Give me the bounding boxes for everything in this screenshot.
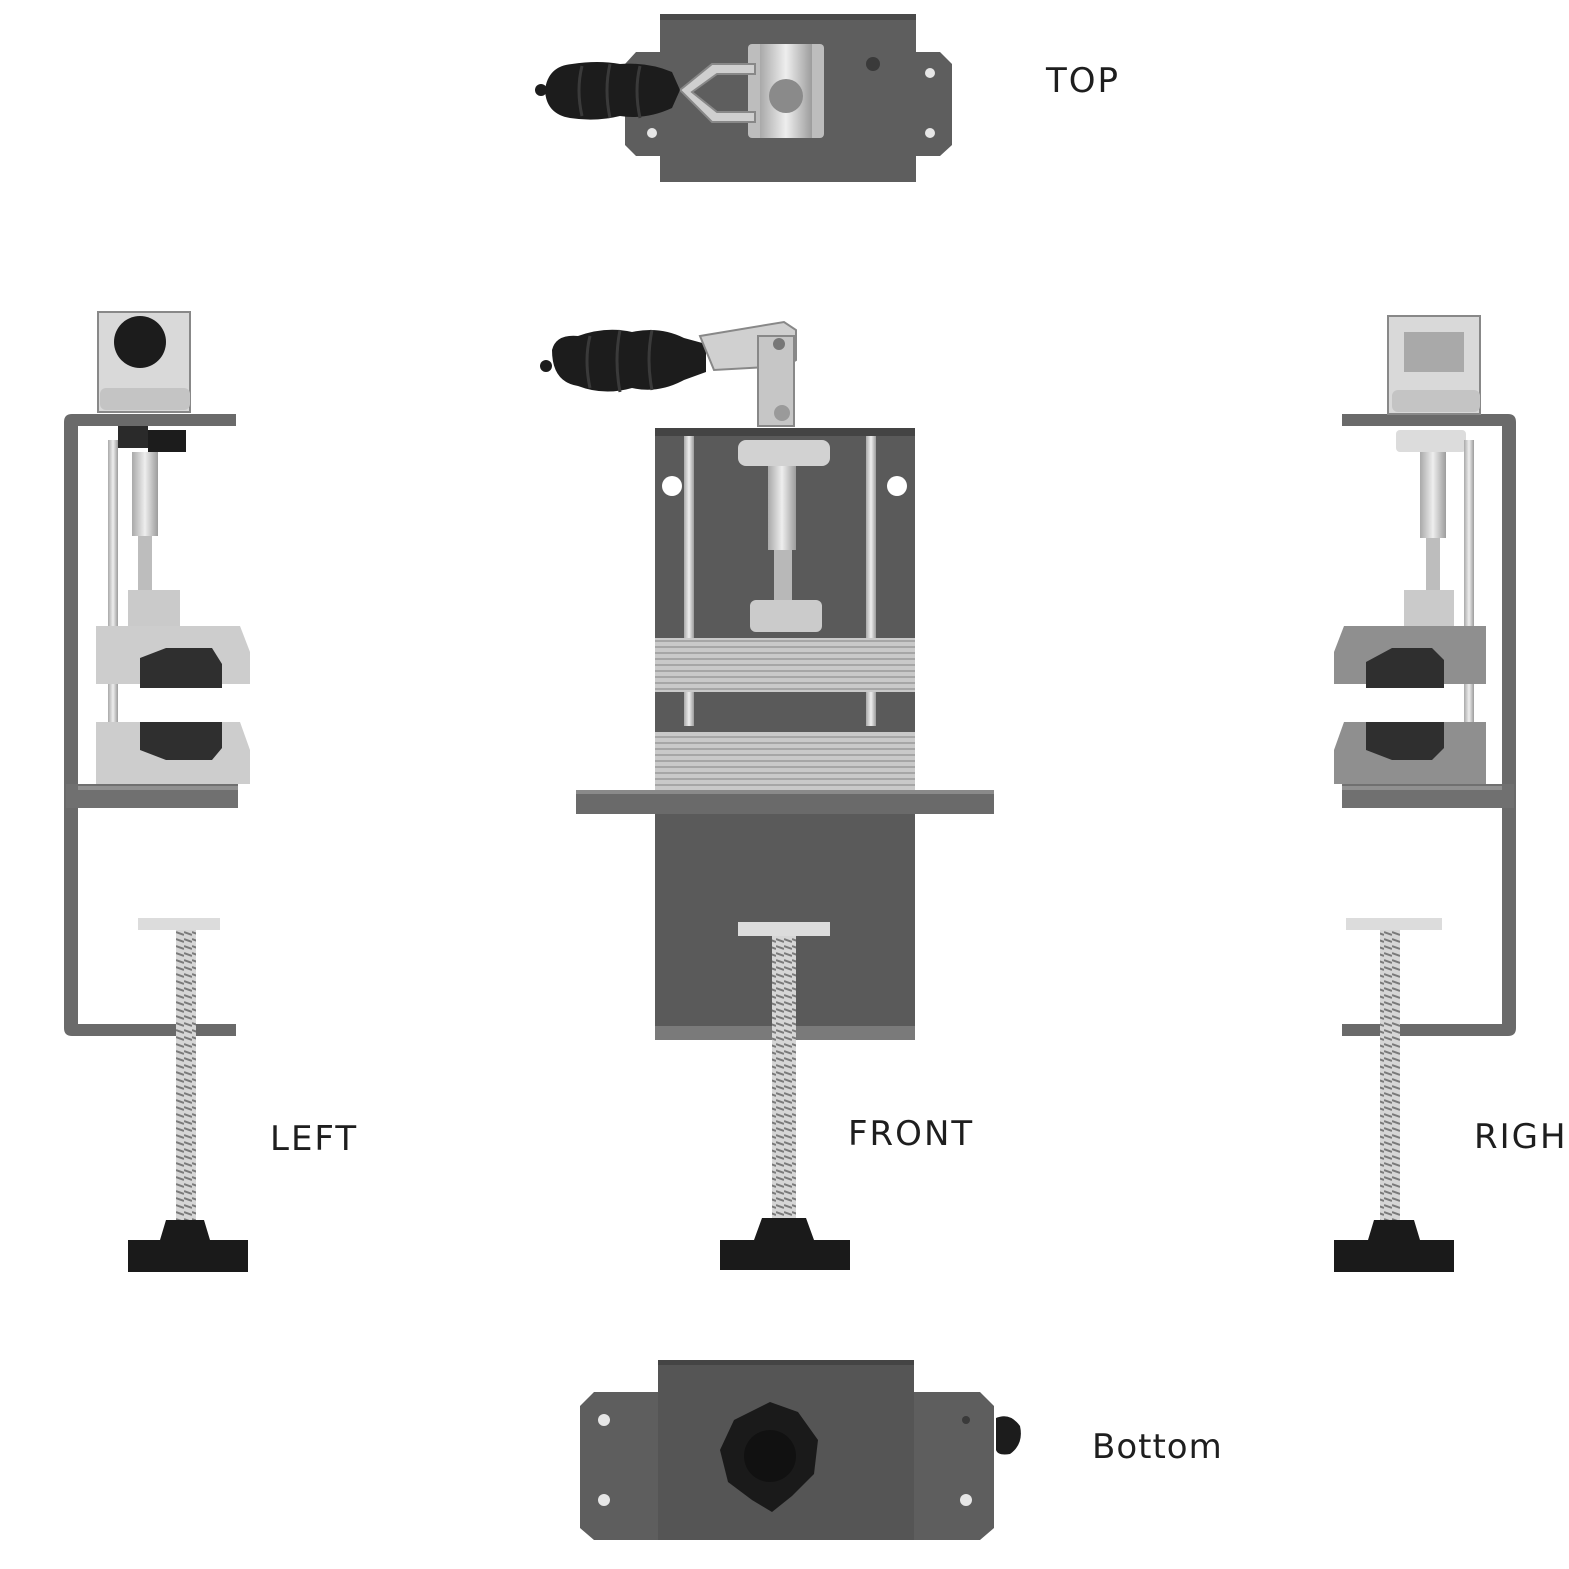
- front-view-label: FRONT: [848, 1114, 975, 1154]
- left-view-label: LEFT: [270, 1119, 359, 1159]
- front-knob: [720, 1218, 850, 1270]
- right-knob: [1334, 1220, 1454, 1272]
- front-view: [540, 320, 994, 1270]
- front-handle-grip: [552, 329, 706, 392]
- bottom-view-label: Bottom: [1092, 1427, 1223, 1467]
- left-view: [64, 311, 250, 1272]
- top-handle-grip: [545, 62, 680, 120]
- right-view-label: RIGH: [1474, 1117, 1568, 1157]
- right-view: [1334, 315, 1516, 1272]
- top-view-label: TOP: [1046, 61, 1121, 101]
- top-view: [535, 14, 952, 182]
- left-knob: [128, 1220, 248, 1272]
- bottom-view: [580, 1360, 1021, 1540]
